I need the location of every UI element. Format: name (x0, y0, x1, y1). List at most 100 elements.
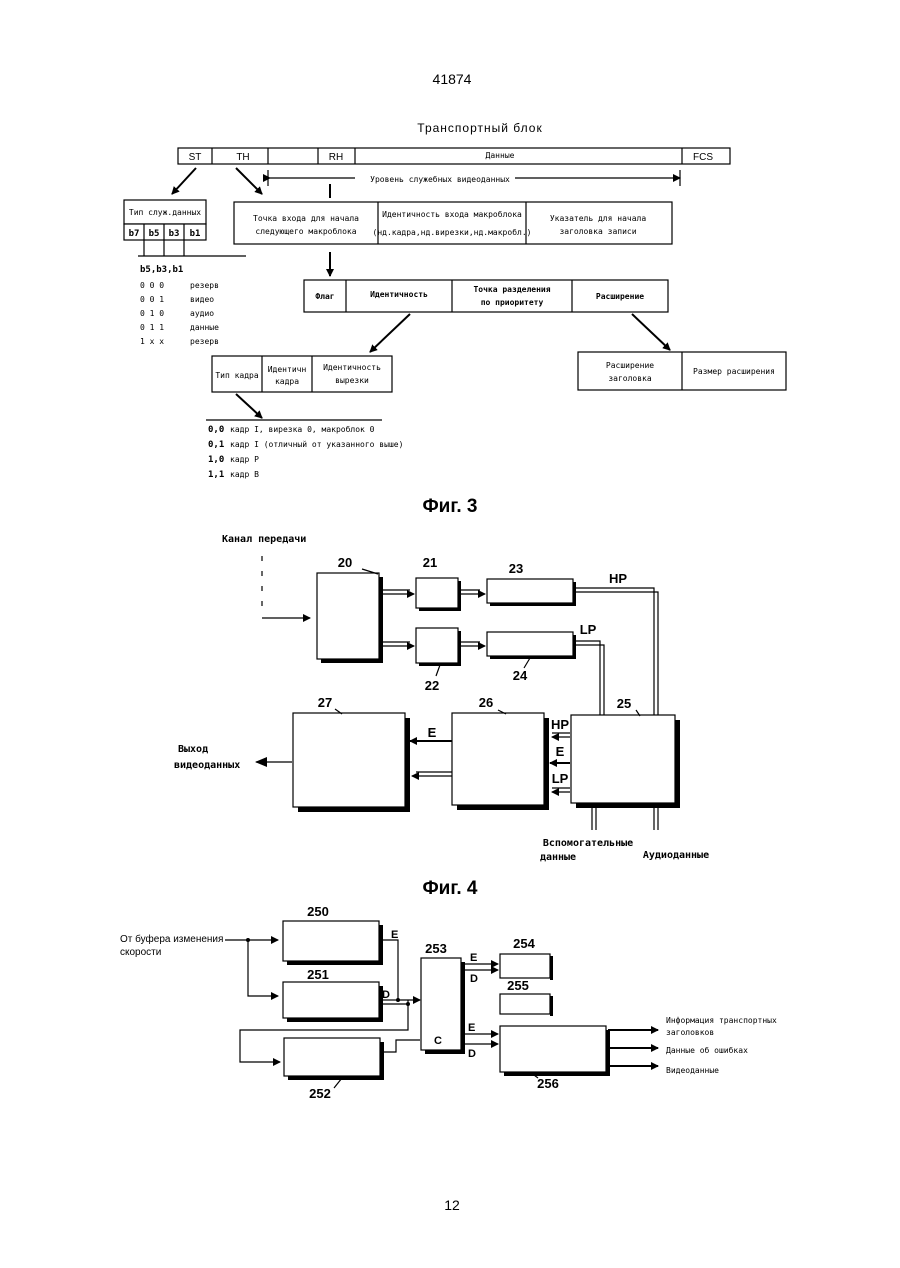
label-c-253: C (434, 1035, 442, 1047)
label-d-251: D (382, 989, 390, 1001)
bits-meaning: аудио (190, 309, 214, 318)
bits-code: 0 0 0 (140, 281, 164, 290)
label-252: 252 (309, 1086, 331, 1101)
label-253: 253 (425, 941, 447, 956)
block-23: 23 (487, 561, 576, 606)
field-rh: RH (329, 152, 343, 163)
bits-table: 0 0 0 резерв 0 0 1 видео 0 1 0 аудио 0 1… (140, 281, 219, 346)
aux-data-label-2: данные (540, 852, 576, 863)
bits-meaning: видео (190, 295, 214, 304)
label-256: 256 (537, 1076, 559, 1091)
block-255: 255 (500, 978, 553, 1016)
label-254: 254 (513, 936, 535, 951)
label-d-256: D (468, 1048, 476, 1060)
audio-data-label: Аудиоданные (643, 850, 709, 861)
label-27: 27 (318, 695, 332, 710)
label-e-26: E (428, 725, 437, 740)
block-26: 26 (452, 695, 549, 810)
th-record-pointer-2: заголовка записи (559, 227, 636, 236)
output-video-data: Видеоданные (666, 1066, 719, 1075)
transport-block-row: ST TH RH Данные FCS (178, 148, 730, 164)
rh-identity: Идентичность (370, 290, 428, 299)
frame-identity: Идентичн (268, 365, 307, 374)
label-e-256: E (468, 1022, 475, 1034)
label-22: 22 (425, 678, 439, 693)
bit-b7: b7 (129, 229, 140, 239)
bits-meaning: резерв (190, 281, 219, 290)
output-transport-headers: Информация транспортных (666, 1016, 777, 1025)
th-entry-identity: Идентичность входа макроблока (382, 209, 522, 219)
th-entry-identity-2: (нд.кадра,нд.вирезки,нд.макробл.) (373, 227, 532, 237)
frame-table: 0,0 кадр I, вирезка 0, макроблок 0 0,1 к… (208, 424, 403, 480)
block-27: 27 (293, 695, 410, 812)
bits-header: b5,b3,b1 (140, 265, 183, 275)
block-24: 24 (487, 632, 576, 683)
bit-b1: b1 (190, 229, 201, 239)
th-record-pointer: Указатель для начала (550, 214, 647, 223)
bits-code: 0 1 1 (140, 323, 164, 332)
frame-meaning: кадр P (230, 455, 259, 464)
frame-code: 0,0 (208, 425, 224, 435)
bit-b3: b3 (169, 229, 180, 239)
frame-type: Тип кадра (215, 371, 259, 380)
field-data: Данные (486, 151, 515, 160)
frame-meaning: кадр I (отличный от указанного выше) (230, 440, 403, 449)
transport-block-title: Транспортный блок (417, 121, 542, 135)
rh-fields-row: Флаг Идентичность Точка разделения по пр… (304, 280, 668, 312)
field-st: ST (189, 152, 202, 163)
output-error-data: Данные об ошибках (666, 1045, 748, 1055)
frame-code: 1,0 (208, 455, 224, 465)
page-number-bottom: 12 (444, 1197, 460, 1213)
frame-code: 1,1 (208, 470, 224, 480)
label-21: 21 (423, 555, 437, 570)
frame-code: 0,1 (208, 440, 224, 450)
label-e-250: E (391, 929, 398, 941)
slice-identity: Идентичность (323, 363, 381, 372)
rh-priority-split: Точка разделения (473, 285, 550, 294)
label-hp: HP (551, 717, 569, 732)
service-type-box: Тип служ.данных b7 b5 b3 b1 (124, 200, 246, 256)
video-output-label: Выход (178, 744, 208, 755)
block-252: 252 (284, 1038, 384, 1101)
service-type-label: Тип служ.данных (129, 208, 201, 217)
rh-priority-split-2: по приоритету (481, 298, 544, 307)
page-number-top: 41874 (433, 71, 472, 87)
block-25: 25 (571, 696, 680, 808)
bits-code: 0 0 1 (140, 295, 164, 304)
figure-4-caption: Фиг. 4 (422, 878, 477, 899)
th-entry-point: Точка входа для начала (253, 214, 359, 223)
th-entry-point-2: следующего макроблока (255, 226, 356, 236)
bits-code: 1 x x (140, 337, 164, 346)
header-extension: Расширение (606, 361, 654, 370)
label-24: 24 (513, 668, 528, 683)
block-251: 251 (283, 967, 383, 1022)
label-251: 251 (307, 967, 329, 982)
identity-fields-row: Тип кадра Идентичн кадра Идентичность вы… (212, 356, 392, 392)
input-channel-label: Канал передачи (222, 534, 306, 545)
label-255: 255 (507, 978, 529, 993)
video-output-label-2: видеоданных (174, 760, 240, 771)
rate-buffer-label: От буфера изменения (120, 933, 223, 945)
frame-meaning: кадр I, вирезка 0, макроблок 0 (230, 424, 375, 434)
th-fields-row: Точка входа для начала следующего макроб… (234, 202, 672, 244)
label-hp-top: HP (609, 571, 627, 586)
level-label: Уровень служебных видеоданных (370, 174, 510, 184)
aux-data-label: Вспомогательные (543, 838, 633, 849)
label-250: 250 (307, 904, 329, 919)
label-lp-top: LP (580, 622, 597, 637)
label-26: 26 (479, 695, 493, 710)
label-lp: LP (552, 771, 569, 786)
output-transport-headers-2: заголовков (666, 1028, 714, 1037)
bits-meaning: резерв (190, 337, 219, 346)
block-250: 250 (283, 904, 383, 965)
extension-size: Размер расширения (693, 367, 775, 376)
block-22: 22 (416, 628, 461, 693)
label-23: 23 (509, 561, 523, 576)
figure-4: Канал передачи 20 21 22 23 (174, 534, 709, 899)
frame-identity-2: кадра (275, 377, 299, 386)
slice-identity-2: вырезки (335, 376, 369, 385)
header-extension-2: заголовка (608, 374, 652, 383)
figure-3-caption: Фиг. 3 (422, 496, 477, 517)
frame-meaning: кадр B (230, 470, 259, 479)
